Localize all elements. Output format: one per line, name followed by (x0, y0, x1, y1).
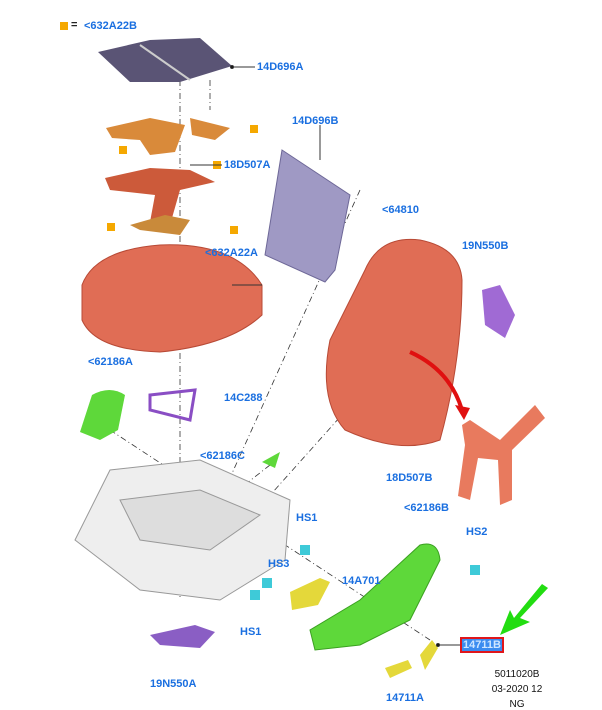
part-seat-back[interactable] (325, 238, 463, 447)
part-14d696b[interactable] (264, 149, 351, 283)
callout-62186c[interactable]: <62186C (200, 450, 245, 462)
part-14711b[interactable] (420, 640, 438, 670)
callout-14d696b[interactable]: 14D696B (292, 115, 339, 127)
callout-14711b-selected[interactable]: 14711B (460, 637, 504, 653)
part-14711a[interactable] (385, 660, 412, 678)
callout-632a22a[interactable]: <632A22A (205, 247, 258, 259)
part-seat-frame[interactable] (74, 459, 291, 601)
callout-hs1-upper[interactable]: HS1 (296, 512, 318, 524)
part-14c288[interactable] (148, 388, 197, 422)
fasteners[interactable] (250, 545, 480, 600)
green-arrow-icon (500, 584, 548, 635)
callout-62186b[interactable]: <62186B (404, 502, 449, 514)
part-14d696a[interactable] (98, 38, 232, 82)
callout-hs3[interactable]: HS3 (268, 558, 290, 570)
part-pad-upper[interactable] (106, 118, 185, 155)
drawing-date: 03-2020 12 (491, 684, 543, 695)
legend-label: <632A22B (84, 20, 137, 32)
callout-14d696a[interactable]: 14D696A (257, 61, 304, 73)
drawing-region: NG (509, 699, 525, 710)
part-14a701[interactable] (290, 578, 330, 610)
part-62186c[interactable] (262, 452, 280, 468)
callout-hs1-lower[interactable]: HS1 (240, 626, 262, 638)
legend-equals: = (71, 19, 78, 31)
callout-19n550b[interactable]: 19N550B (462, 240, 509, 252)
callout-19n550a[interactable]: 19N550A (150, 678, 197, 690)
part-18d507b[interactable] (458, 405, 545, 505)
part-seat-cushion[interactable] (81, 244, 263, 353)
callout-14c288[interactable]: 14C288 (224, 392, 263, 404)
part-62186b[interactable] (309, 543, 441, 651)
callout-18d507a[interactable]: 18D507A (224, 159, 271, 171)
callout-hs2[interactable]: HS2 (466, 526, 488, 538)
part-19n550b[interactable] (482, 285, 515, 338)
callout-64810[interactable]: <64810 (382, 204, 420, 216)
callout-14a701[interactable]: 14A701 (342, 575, 381, 587)
callout-18d507b[interactable]: 18D507B (386, 472, 433, 484)
drawing-info: 5011020B 03-2020 12 NG …… (482, 667, 552, 710)
part-19n550a[interactable] (150, 625, 215, 648)
drawing-number: 5011020B (494, 669, 540, 680)
part-18d507a[interactable] (105, 168, 215, 225)
callout-14711a[interactable]: 14711A (386, 692, 424, 704)
part-62186a[interactable] (80, 390, 125, 440)
callout-62186a[interactable]: <62186A (88, 356, 133, 368)
